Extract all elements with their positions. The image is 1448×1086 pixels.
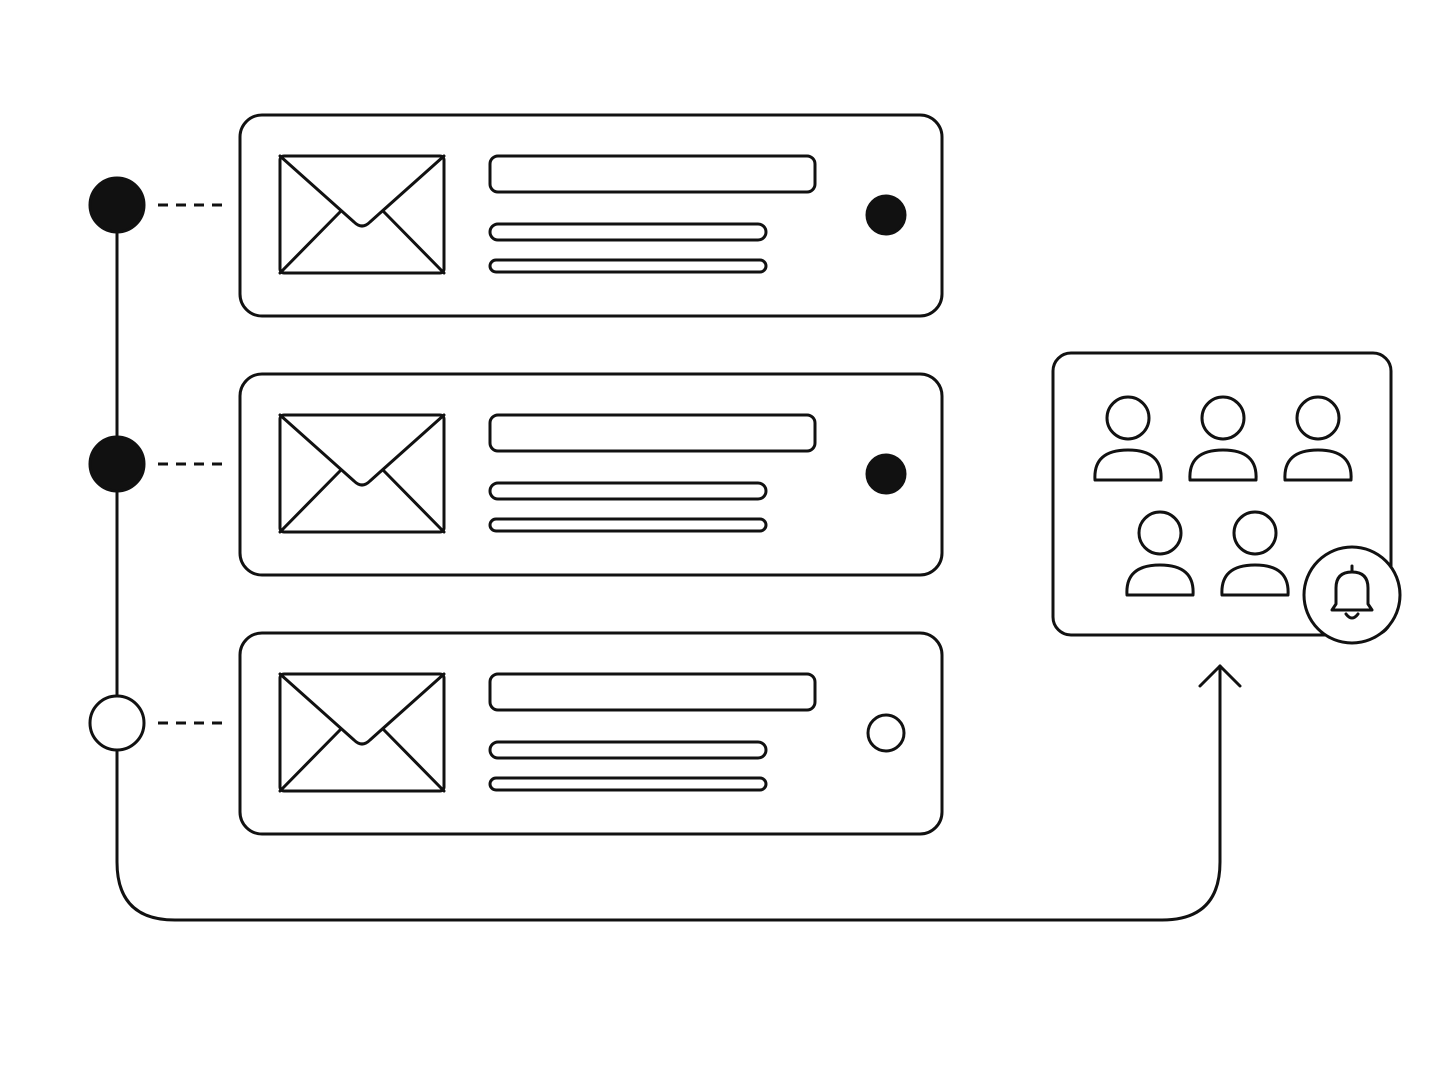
timeline-node-3[interactable]	[88, 694, 146, 752]
timeline-node-1[interactable]	[88, 176, 146, 234]
subject-placeholder	[488, 413, 817, 453]
person-icon	[1188, 395, 1258, 482]
envelope-icon	[278, 672, 446, 793]
subject-placeholder	[488, 154, 817, 194]
preview-line-placeholder	[488, 258, 768, 274]
person-icon	[1125, 510, 1195, 597]
audience-card[interactable]	[1051, 351, 1402, 645]
preview-line-placeholder	[488, 740, 768, 760]
read-dot	[866, 713, 906, 753]
person-icon	[1283, 395, 1353, 482]
person-icon	[1093, 395, 1163, 482]
message-card-frame	[238, 113, 944, 318]
message-card[interactable]	[238, 372, 944, 577]
notification-badge[interactable]	[1302, 545, 1402, 645]
timeline-node-2[interactable]	[88, 435, 146, 493]
flow-connector-line	[115, 203, 1222, 922]
preview-line-placeholder	[488, 517, 768, 533]
unread-dot	[865, 453, 907, 495]
preview-line-placeholder	[488, 481, 768, 501]
person-icon	[1220, 510, 1290, 597]
unread-dot	[865, 194, 907, 236]
people-grid	[1093, 395, 1353, 597]
subject-placeholder	[488, 672, 817, 712]
timeline	[88, 176, 226, 752]
envelope-icon	[278, 413, 446, 534]
message-card-frame	[238, 631, 944, 836]
bell-icon	[1330, 564, 1374, 620]
message-card[interactable]	[238, 631, 944, 836]
message-list	[238, 113, 944, 836]
preview-line-placeholder	[488, 222, 768, 242]
arrow-up-icon	[1198, 664, 1242, 688]
message-card[interactable]	[238, 113, 944, 318]
preview-line-placeholder	[488, 776, 768, 792]
envelope-icon	[278, 154, 446, 275]
message-card-frame	[238, 372, 944, 577]
